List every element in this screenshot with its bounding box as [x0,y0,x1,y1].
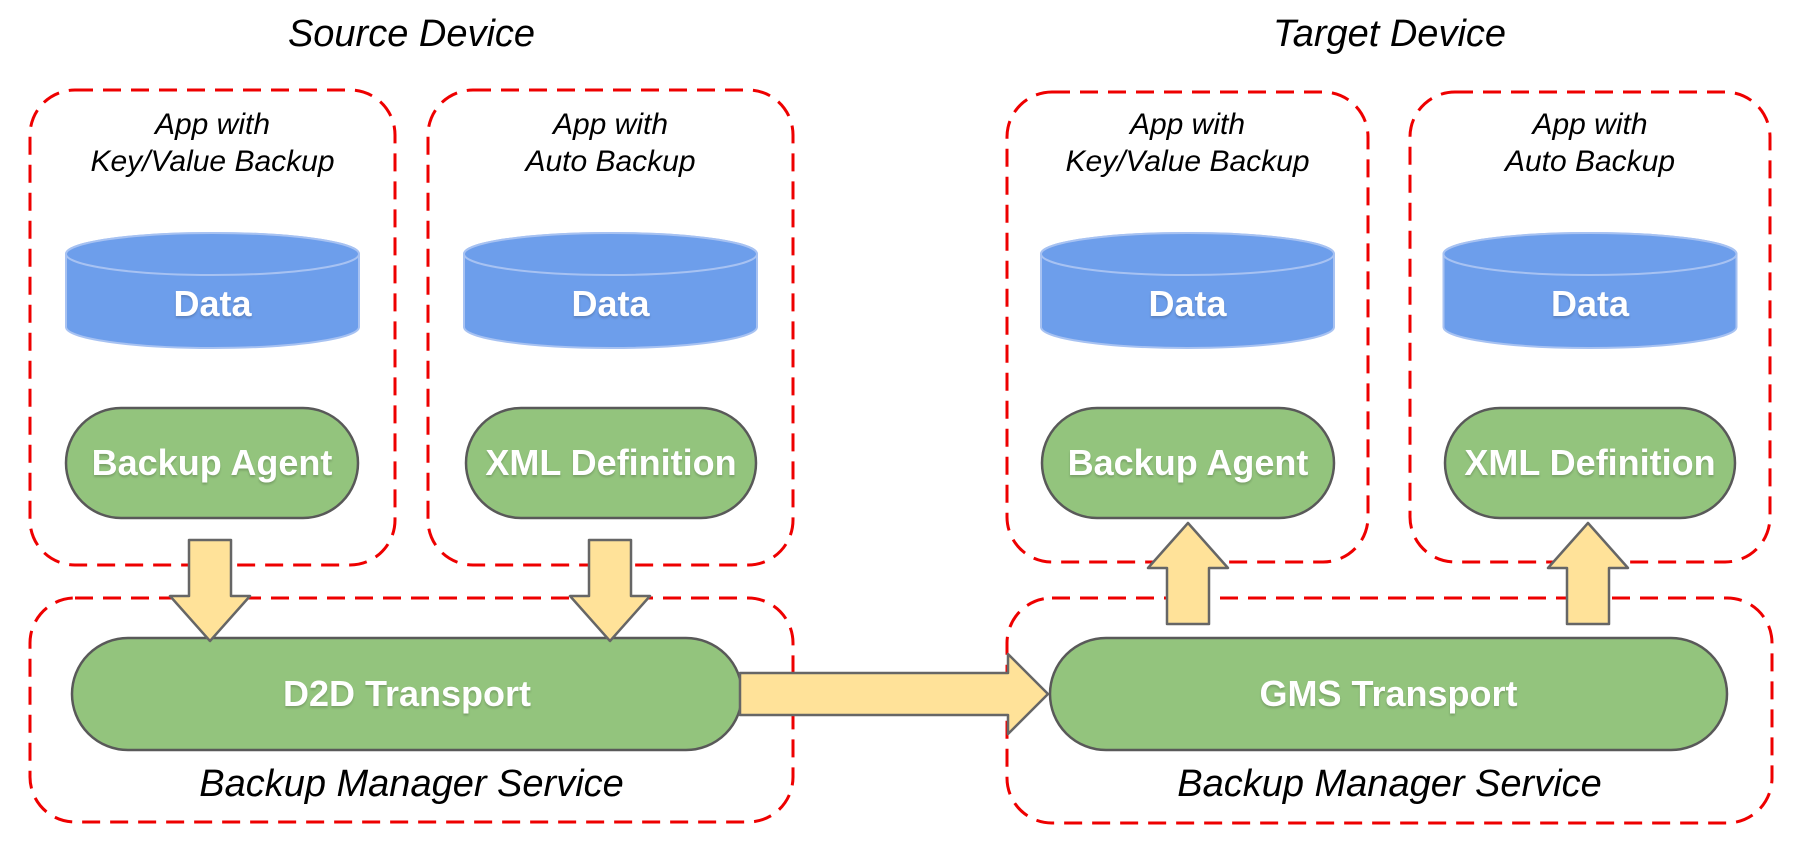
source-xml-definition-pill [464,406,758,520]
source-backup-agent-label: Backup Agent [91,442,333,483]
down-arrow-xml-definition-to-d2d-icon [568,538,652,643]
source-autobackup-app-label: App with Auto Backup [428,106,793,180]
target-backup-agent-label: Backup Agent [1067,442,1309,483]
source-keyvalue-data-label: Data [173,283,252,324]
app-label-line2: Auto Backup [525,145,696,178]
source-backup-manager-box [28,596,795,824]
app-label-line1: App with [1129,108,1246,141]
target-xml-definition-label: XML Definition [1464,442,1716,483]
app-label-line2: Key/Value Backup [1065,145,1310,178]
target-keyvalue-data-label: Data [1148,283,1227,324]
source-keyvalue-app-label: App with Key/Value Backup [30,106,395,180]
source-keyvalue-data-cylinder-icon [65,232,360,349]
source-backup-manager-service-label: Backup Manager Service [199,763,624,805]
source-autobackup-data-label: Data [571,283,650,324]
right-arrow-d2d-to-gms-icon [738,652,1050,736]
source-xml-definition-label: XML Definition [485,442,737,483]
app-label-line2: Key/Value Backup [90,145,335,178]
target-device-title: Target Device [1272,13,1507,55]
app-label-line1: App with [1532,108,1648,141]
app-label-line1: App with [154,108,271,141]
gms-transport-label: GMS Transport [1259,673,1518,714]
target-backup-agent-pill [1040,406,1336,520]
up-arrow-gms-to-xml-definition-icon [1546,521,1630,626]
target-autobackup-app-label: App with Auto Backup [1410,106,1770,180]
d2d-transport-label: D2D Transport [282,673,532,714]
source-device-title: Source Device [287,13,536,55]
gms-transport-pill [1048,636,1729,752]
down-arrow-backup-agent-to-d2d-icon [168,538,252,643]
app-label-line1: App with [552,108,669,141]
target-backup-manager-service-label: Backup Manager Service [1177,763,1602,805]
target-xml-definition-pill [1443,406,1737,520]
target-autobackup-data-cylinder-icon [1442,232,1738,349]
target-keyvalue-app-label: App with Key/Value Backup [1007,106,1368,180]
app-label-line2: Auto Backup [1504,145,1676,178]
source-backup-agent-pill [64,406,360,520]
target-keyvalue-data-cylinder-icon [1040,232,1335,349]
source-autobackup-data-cylinder-icon [463,232,758,349]
up-arrow-gms-to-backup-agent-icon [1146,521,1230,626]
target-autobackup-data-label: Data [1550,283,1630,324]
